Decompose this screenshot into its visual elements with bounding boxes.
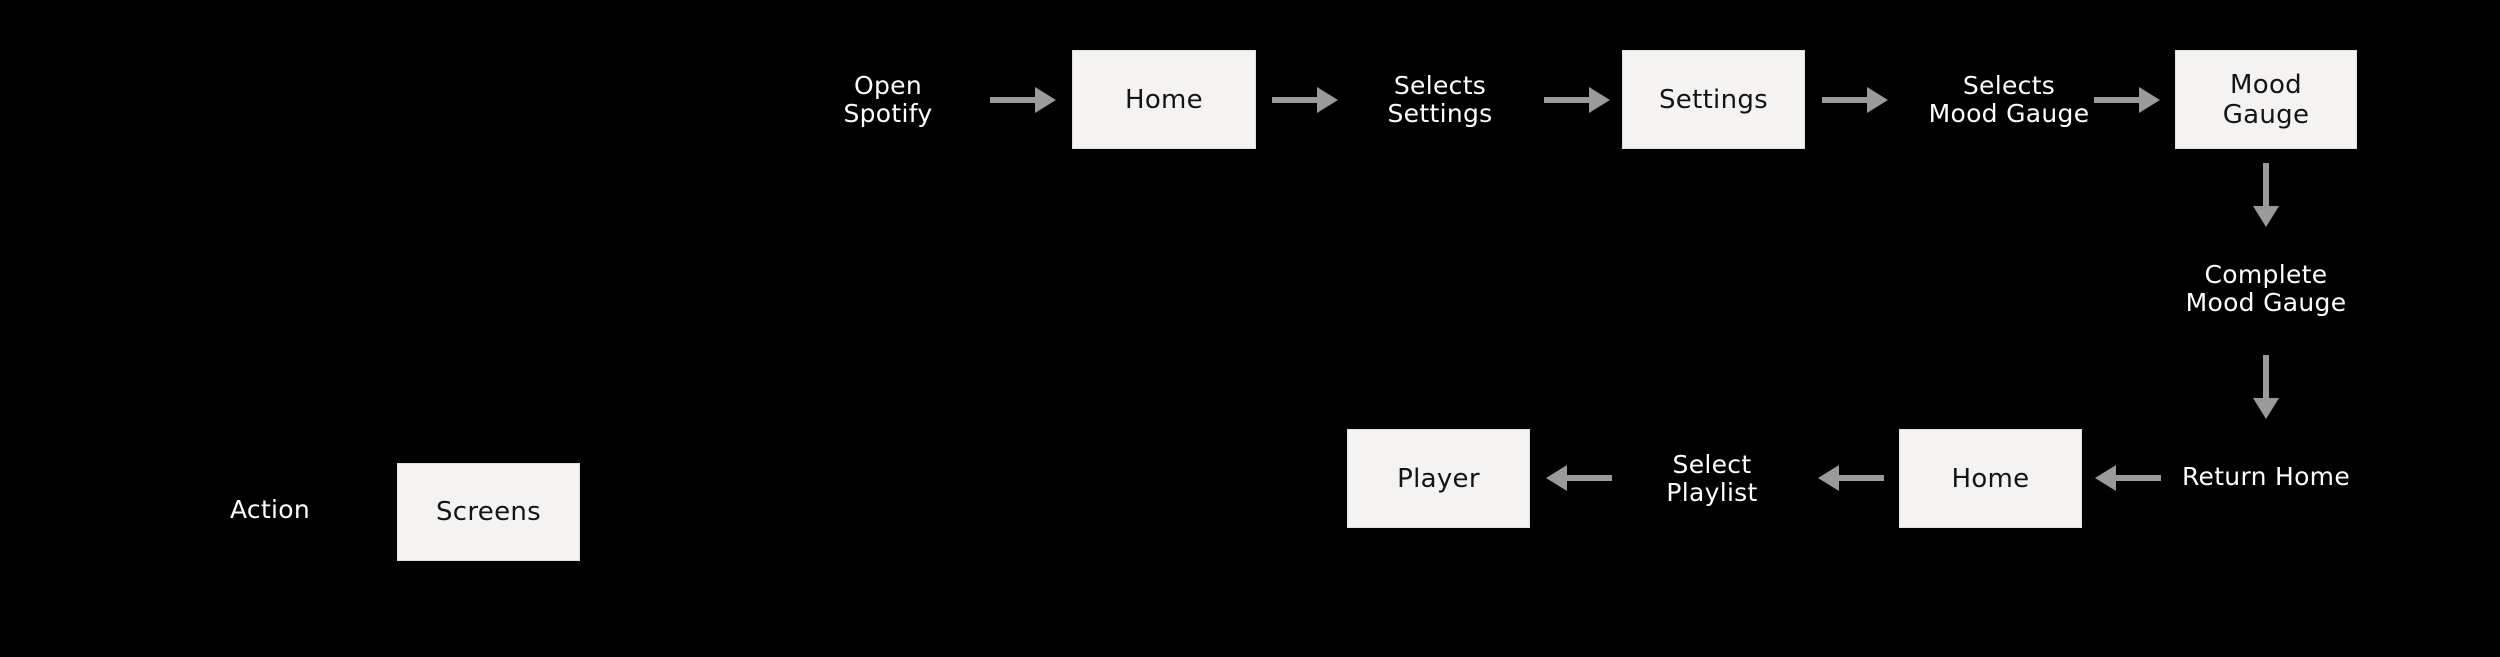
legend-screens-box: Screens: [397, 463, 580, 561]
screen-box-settings: Settings: [1622, 50, 1805, 149]
screen-box-mood-gauge: Mood Gauge: [2175, 50, 2357, 149]
arrow-head: [2253, 398, 2279, 419]
arrow-head: [2095, 465, 2116, 491]
screen-box-label: Settings: [1658, 84, 1769, 115]
action-label-line: Spotify: [843, 99, 933, 128]
screen-box-label-line: Mood: [2230, 69, 2302, 100]
action-label-selects-settings: Selects Settings: [1330, 72, 1550, 128]
arrow-head: [1035, 87, 1056, 113]
screen-box-label: Home: [1125, 84, 1203, 115]
action-label-select-playlist: Select Playlist: [1602, 451, 1822, 507]
arrow-shaft: [2114, 475, 2161, 481]
arrow-shaft: [2263, 163, 2269, 208]
action-label-selects-mood-gauge: Selects Mood Gauge: [1899, 72, 2119, 128]
arrow-right-icon: [2094, 87, 2160, 113]
arrow-shaft: [2094, 97, 2141, 103]
arrow-left-icon: [2095, 465, 2161, 491]
screen-box-label: Screens: [435, 497, 542, 527]
action-label-line: Complete: [2204, 260, 2328, 289]
action-label-line: Selects: [1393, 71, 1487, 100]
arrow-head: [1589, 87, 1610, 113]
screen-box-label: Home: [1951, 463, 2030, 494]
arrow-down-icon: [2253, 163, 2279, 227]
action-label-line: Mood Gauge: [2185, 288, 2347, 317]
arrow-shaft: [1837, 475, 1884, 481]
action-label-line: Playlist: [1666, 478, 1758, 507]
screen-box-home-bottom: Home: [1899, 429, 2082, 528]
arrow-head: [1818, 465, 1839, 491]
action-label-line: Select: [1672, 450, 1752, 479]
action-label-complete-mood-gauge: Complete Mood Gauge: [2156, 261, 2376, 317]
action-label-line: Mood Gauge: [1928, 99, 2090, 128]
action-label-line: Return Home: [2181, 462, 2351, 491]
action-label-open-spotify: Open Spotify: [778, 72, 998, 128]
screen-box-label: Player: [1397, 463, 1480, 494]
screen-box-label: Mood Gauge: [2223, 70, 2310, 130]
legend-action-label: Action: [170, 496, 370, 524]
arrow-right-icon: [1822, 87, 1888, 113]
arrow-down-icon: [2253, 355, 2279, 419]
arrow-shaft: [1565, 475, 1612, 481]
legend-action-text: Action: [229, 495, 311, 524]
action-label-line: Settings: [1387, 99, 1493, 128]
action-label-line: Selects: [1962, 71, 2056, 100]
arrow-right-icon: [1544, 87, 1610, 113]
arrow-right-icon: [1272, 87, 1338, 113]
arrow-head: [2139, 87, 2160, 113]
screen-box-player: Player: [1347, 429, 1530, 528]
arrow-head: [1317, 87, 1338, 113]
screen-box-label-line: Gauge: [2222, 99, 2310, 130]
action-label-return-home: Return Home: [2156, 463, 2376, 491]
arrow-shaft: [2263, 355, 2269, 400]
arrow-shaft: [1822, 97, 1869, 103]
arrow-right-icon: [990, 87, 1056, 113]
arrow-left-icon: [1546, 465, 1612, 491]
arrow-head: [2253, 206, 2279, 227]
arrow-head: [1546, 465, 1567, 491]
arrow-shaft: [1272, 97, 1319, 103]
action-label-line: Open: [854, 71, 922, 100]
arrow-shaft: [990, 97, 1037, 103]
arrow-left-icon: [1818, 465, 1884, 491]
arrow-shaft: [1544, 97, 1591, 103]
screen-box-home-top: Home: [1072, 50, 1256, 149]
arrow-head: [1867, 87, 1888, 113]
